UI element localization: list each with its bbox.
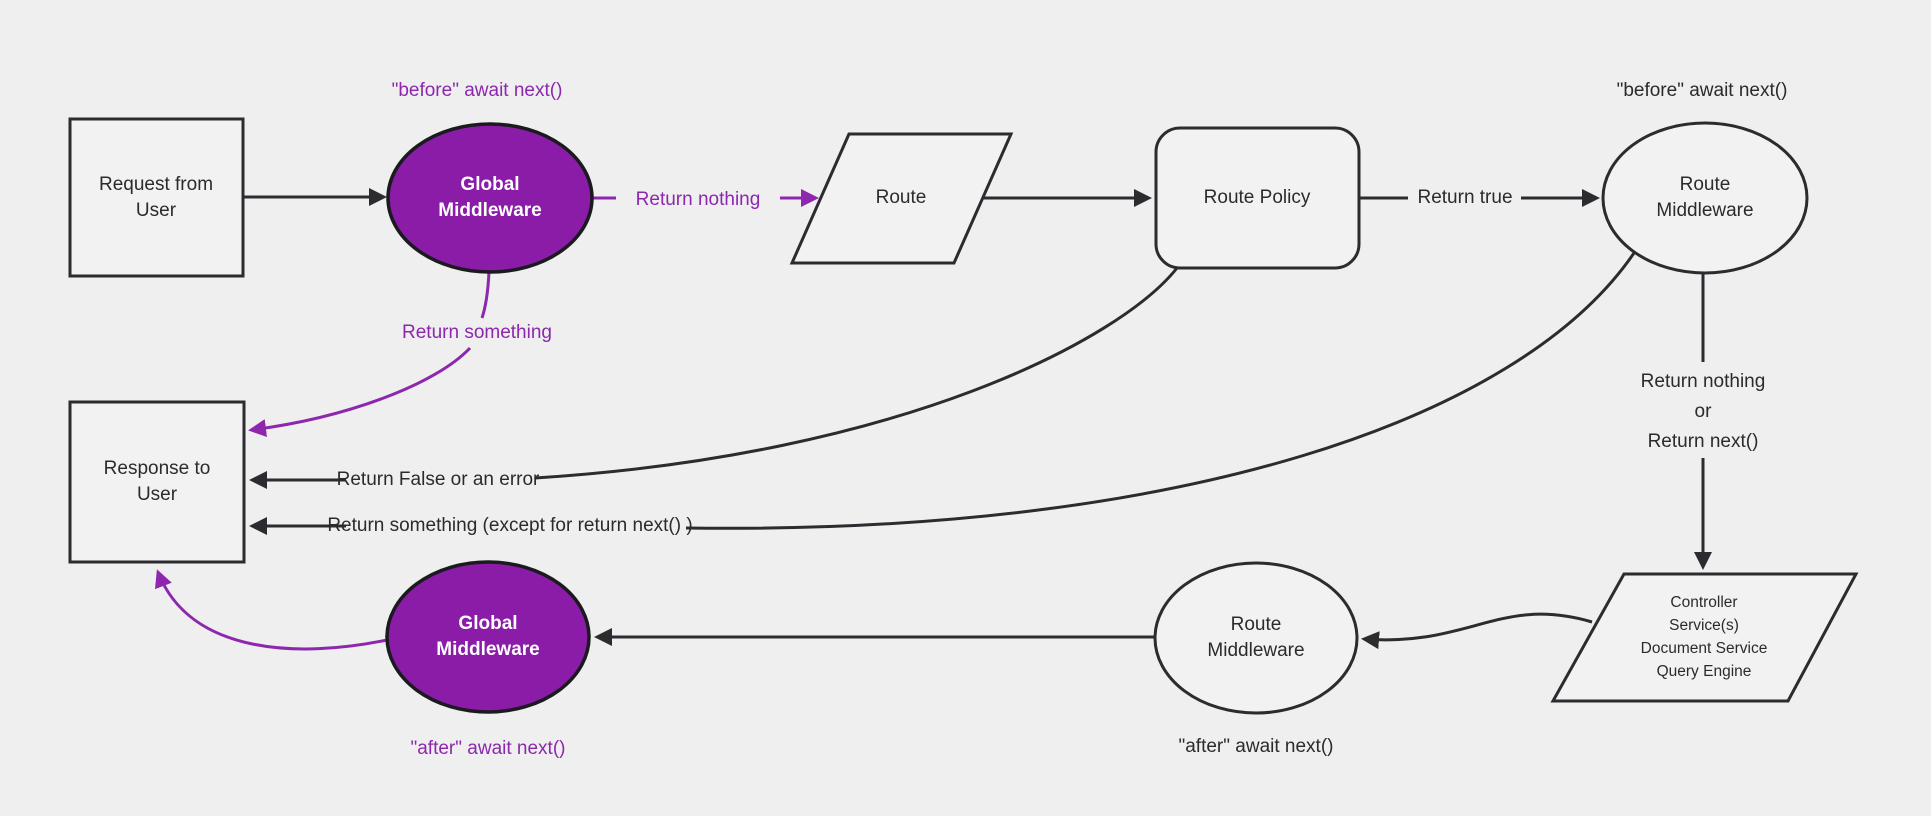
- annotation-before-await-next-global: "before" await next(): [391, 80, 563, 101]
- edge-label-return-something: Return something: [402, 322, 552, 343]
- node-route-middleware-top: [1601, 121, 1809, 275]
- request-from-user-label: Request from User: [98, 174, 214, 221]
- edge-label-return-nothing-or-next: Return nothing or Return next(): [1640, 371, 1766, 452]
- edge-label-return-nothing: Return nothing: [635, 189, 761, 210]
- annotation-after-await-next-global: "after" await next(): [410, 738, 566, 759]
- node-route-policy: [1154, 126, 1361, 270]
- edge-label-return-something-except: Return something (except for return next…: [327, 515, 693, 536]
- response-to-user-label: Response to User: [103, 458, 211, 505]
- edge-route-middleware-to-label-return-something-except: [685, 252, 1636, 530]
- edge-label-return-something-to-response: [248, 346, 472, 438]
- node-response-to-user: [68, 400, 246, 564]
- edge-label-return-true: Return true: [1417, 187, 1513, 208]
- node-global-middleware-top: [386, 122, 594, 274]
- annotation-after-await-next-route: "after" await next(): [1178, 736, 1334, 757]
- node-route-middleware-bottom: [1153, 561, 1359, 715]
- edge-route-policy-to-label-return-false: [534, 267, 1179, 480]
- edge-global-middleware-bottom-to-response: [155, 569, 388, 651]
- node-route: [789, 132, 1014, 265]
- route-policy-label: Route Policy: [1203, 187, 1311, 208]
- node-controller-services: [1550, 572, 1859, 703]
- global-middleware-bottom-label: Global Middleware: [436, 613, 540, 660]
- node-global-middleware-bottom: [385, 560, 591, 714]
- edge-controller-to-route-middleware-bottom: [1361, 612, 1593, 650]
- controller-services-label: Controller Service(s) Document Service Q…: [1640, 594, 1768, 680]
- route-middleware-bottom-label: Route Middleware: [1207, 614, 1305, 661]
- global-middleware-top-label: Global Middleware: [438, 174, 542, 221]
- annotation-before-await-next-route: "before" await next(): [1616, 80, 1788, 101]
- edge-global-middleware-to-label-return-something: [480, 271, 491, 319]
- route-label: Route: [875, 187, 927, 208]
- route-middleware-top-label: Route Middleware: [1656, 174, 1754, 221]
- node-request-from-user: [68, 117, 245, 278]
- edge-label-return-false-or-error: Return False or an error: [336, 469, 540, 490]
